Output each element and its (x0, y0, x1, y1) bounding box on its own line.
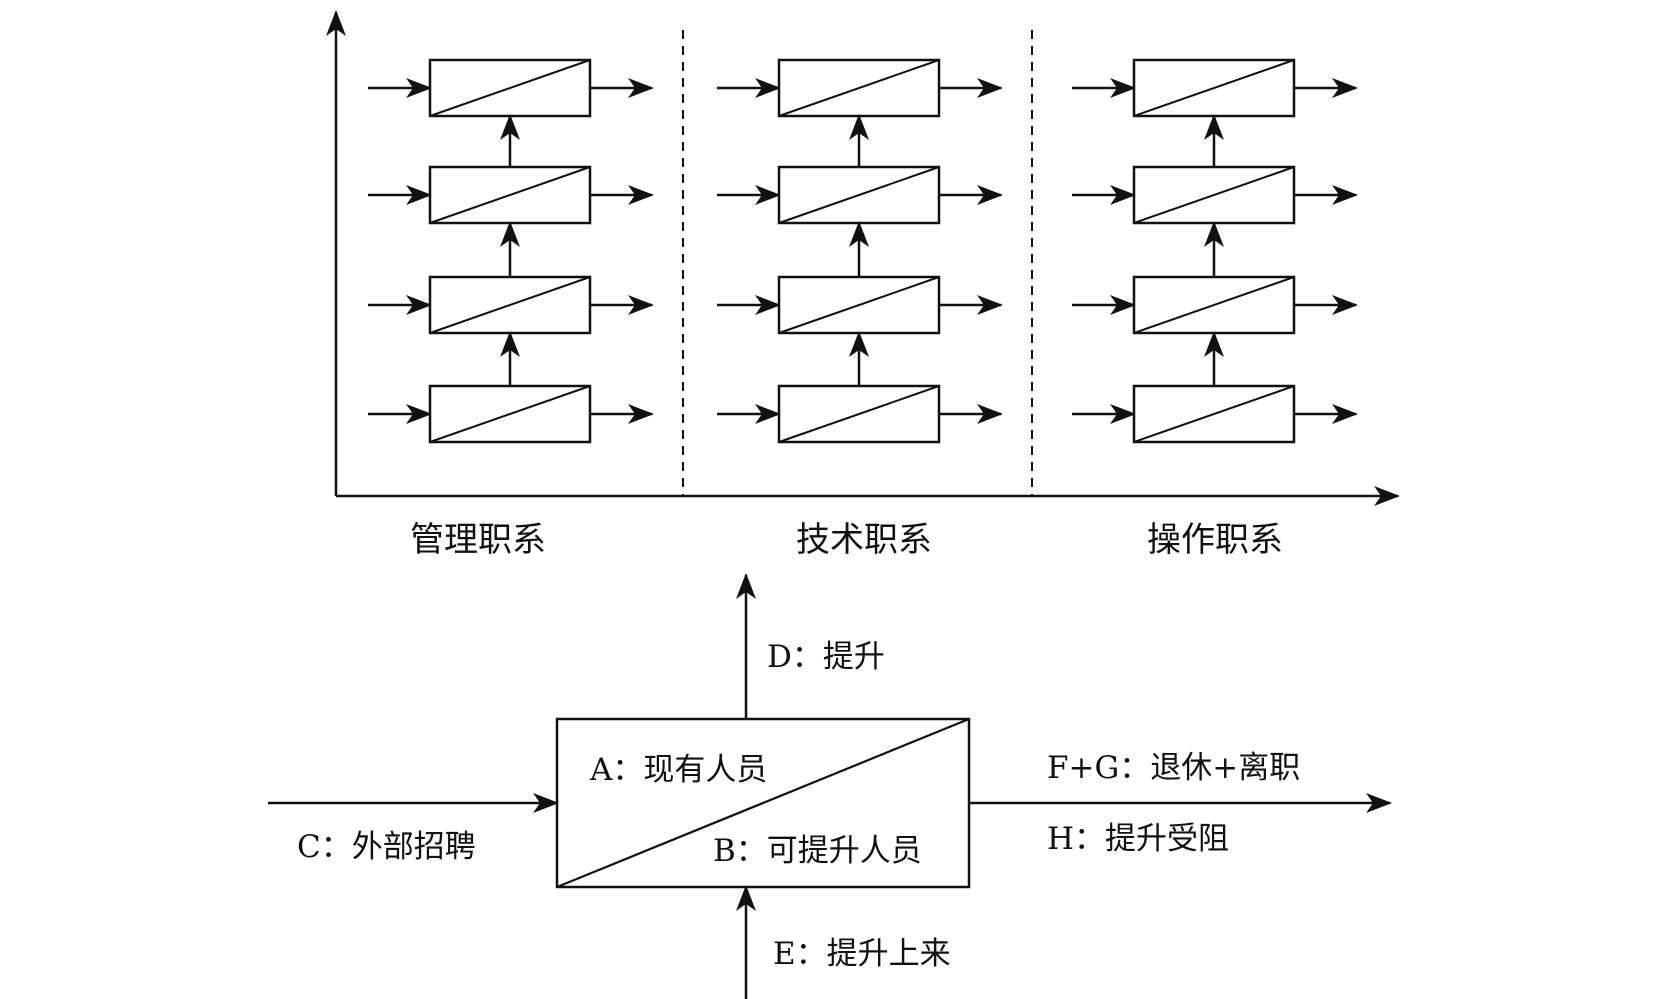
level-box-diagonal (1133, 59, 1295, 117)
label-promote-out: D：提升 (767, 639, 885, 675)
label-external-hire: C：外部招聘 (297, 829, 476, 865)
chart-axes (326, 10, 1400, 506)
label-retire-leave: F+G：退休+离职 (1047, 750, 1300, 786)
level-box-diagonal (429, 385, 591, 443)
label-promotable-staff: B：可提升人员 (713, 833, 922, 869)
level-box-diagonal (429, 59, 591, 117)
level-box-diagonal (429, 166, 591, 224)
track-label-operation: 操作职系 (1147, 520, 1283, 560)
detail-diagram: D：提升 A：现有人员 B：可提升人员 C：外部招聘 F+G：退休+离职 H：提… (268, 573, 1392, 999)
label-promoted-in: E：提升上来 (773, 936, 951, 972)
label-promotion-blocked: H：提升受阻 (1047, 821, 1229, 857)
level-box-diagonal (778, 385, 940, 443)
level-box-diagonal (778, 59, 940, 117)
label-current-staff: A：现有人员 (589, 752, 767, 788)
track-columns (368, 58, 1358, 444)
level-box-diagonal (778, 166, 940, 224)
level-box-diagonal (1133, 276, 1295, 334)
level-box-diagonal (778, 276, 940, 334)
level-box-diagonal (1133, 385, 1295, 443)
level-box-diagonal (429, 276, 591, 334)
level-box-diagonal (1133, 166, 1295, 224)
track-label-technical: 技术职系 (796, 520, 932, 560)
track-label-management: 管理职系 (410, 520, 546, 560)
detail-box-diagonal (556, 717, 970, 889)
